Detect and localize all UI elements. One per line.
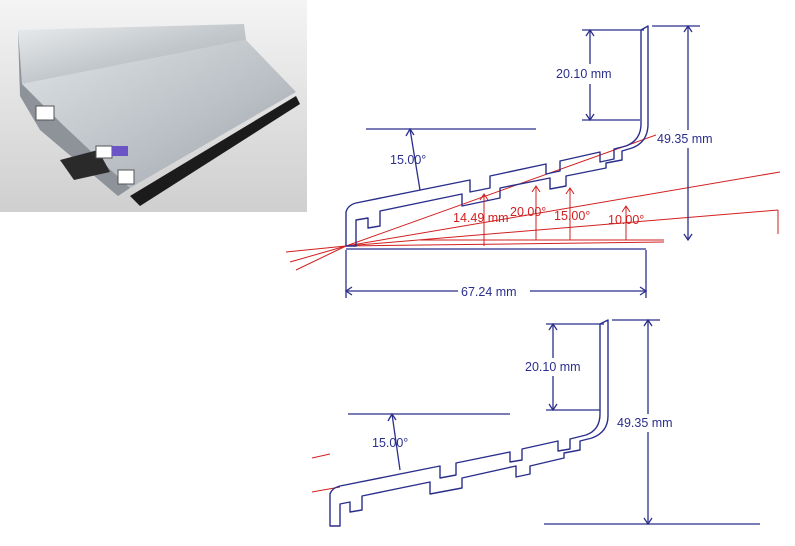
angle-b: 15.00° — [554, 209, 590, 223]
dim-width-upper: 67.24 mm — [461, 285, 517, 299]
upper-drawing: 20.10 mm 49.35 mm 67.24 mm 15.00° 14.49 … — [285, 24, 781, 299]
profile-outline-lower — [329, 319, 609, 527]
angle-c: 10.00° — [608, 213, 644, 227]
angle-profile-lower: 15.00° — [372, 436, 408, 450]
dim-top-height-upper: 20.10 mm — [556, 67, 612, 81]
product-photo — [0, 0, 307, 212]
dim-total-height-lower: 49.35 mm — [617, 416, 673, 430]
angle-profile-upper: 15.00° — [390, 153, 426, 167]
angle-rays — [285, 129, 781, 271]
dim-slope-height: 14.49 mm — [453, 211, 509, 225]
dim-top-height-lower: 20.10 mm — [525, 360, 581, 374]
lower-drawing: 20.10 mm 49.35 mm 15.00° — [311, 318, 760, 527]
angle-a: 20.00° — [510, 205, 546, 219]
profile-outline-upper — [345, 25, 649, 247]
dim-total-height-upper: 49.35 mm — [657, 132, 713, 146]
